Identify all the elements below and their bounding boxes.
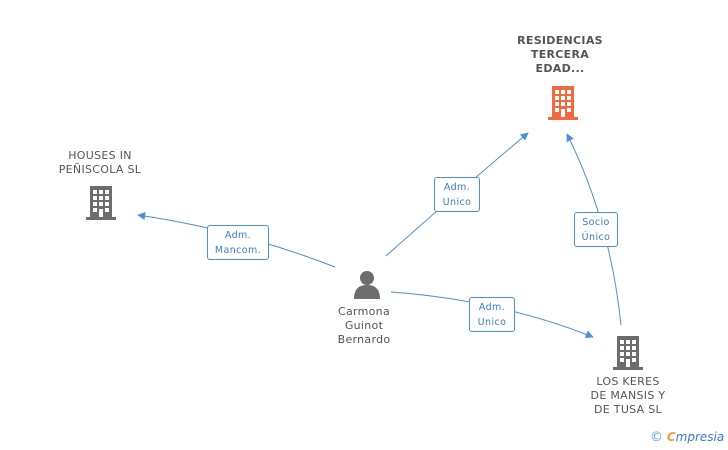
node-carmona[interactable]: Carmona Guinot Bernardo bbox=[314, 305, 414, 347]
edge-label-line: Adm. bbox=[443, 182, 471, 193]
edge-label-line: Mancom. bbox=[214, 245, 262, 256]
edge-label-adm-mancom[interactable]: Adm. Mancom. bbox=[207, 225, 269, 260]
edge-label-line: Socio bbox=[582, 217, 610, 228]
node-carmona-label-2: Guinot bbox=[344, 319, 384, 332]
edge-label-socio-unico[interactable]: Socio Único bbox=[574, 212, 618, 247]
node-loskeres-label-2: DE MANSIS Y bbox=[590, 389, 666, 402]
empresia-watermark: © Cmpresia bbox=[650, 430, 724, 445]
edge-label-adm-unico-loskeres[interactable]: Adm. Unico bbox=[469, 297, 515, 332]
building-icon[interactable] bbox=[611, 334, 645, 370]
brand-name: mpresia bbox=[675, 430, 725, 444]
node-loskeres-label-3: DE TUSA SL bbox=[593, 403, 662, 416]
node-loskeres[interactable]: LOS KERES DE MANSIS Y DE TUSA SL bbox=[573, 375, 683, 417]
building-icon[interactable] bbox=[84, 184, 118, 220]
node-houses-label-1: HOUSES IN bbox=[68, 149, 132, 162]
brand-initial: C bbox=[666, 430, 676, 444]
node-residencias[interactable]: RESIDENCIAS TERCERA EDAD... bbox=[500, 34, 620, 76]
node-houses-label-2: PEÑISCOLA SL bbox=[58, 163, 142, 176]
edge-label-line: Adm. bbox=[224, 230, 252, 241]
person-icon[interactable] bbox=[351, 268, 383, 300]
edge-label-adm-unico-residencias[interactable]: Adm. Unico bbox=[434, 177, 480, 212]
node-houses[interactable]: HOUSES IN PEÑISCOLA SL bbox=[40, 149, 160, 177]
node-residencias-label-1: RESIDENCIAS bbox=[517, 34, 603, 47]
edge-label-line: Adm. bbox=[478, 302, 506, 313]
edge-label-line: Unico bbox=[477, 317, 507, 328]
node-carmona-label-1: Carmona bbox=[337, 305, 390, 318]
node-residencias-label-3: EDAD... bbox=[535, 62, 585, 75]
copyright-symbol: © bbox=[650, 430, 663, 445]
node-residencias-label-2: TERCERA bbox=[530, 48, 590, 61]
edge-label-line: Único bbox=[581, 232, 611, 243]
building-icon[interactable] bbox=[546, 84, 580, 120]
node-carmona-label-3: Bernardo bbox=[337, 333, 391, 346]
edge-label-line: Unico bbox=[442, 197, 472, 208]
node-loskeres-label-1: LOS KERES bbox=[596, 375, 660, 388]
